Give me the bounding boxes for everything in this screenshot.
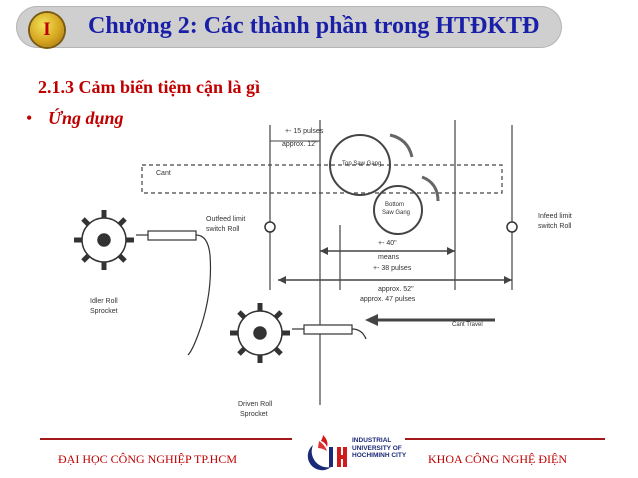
- label-approx-47: approx. 47 pulses: [360, 296, 416, 303]
- idler-sprocket: [74, 210, 134, 270]
- label-driven-2: Sprocket: [240, 411, 268, 418]
- sawmill-diagram: +- 15 pulses approx. 12" Top Saw Gang Ca…: [74, 120, 572, 418]
- label-approx-52: approx. 52": [378, 286, 414, 293]
- bullet-marker: •: [26, 108, 33, 128]
- bullet-text: Ứng dụng: [48, 108, 124, 128]
- footer-university: ĐẠI HỌC CÔNG NGHIỆP TP.HCM: [58, 452, 238, 466]
- label-cant: Cant: [156, 170, 171, 177]
- label-outfeed-1: Outfeed limit: [206, 216, 245, 223]
- university-logo-icon: [307, 435, 347, 471]
- label-approx-12: approx. 12": [282, 141, 318, 148]
- idler-sensor: [136, 230, 212, 356]
- title-bar: [16, 6, 562, 48]
- label-dist-40: +- 40": [378, 240, 397, 247]
- footer-faculty: KHOA CÔNG NGHỆ ĐIỆN: [428, 452, 567, 466]
- chapter-badge: I: [30, 13, 64, 47]
- cant-box: [141, 164, 503, 194]
- label-outfeed-2: switch Roll: [206, 226, 240, 233]
- bullet-item: • Ứng dụng: [26, 108, 123, 129]
- logo-line-2: UNIVERSITY OF: [352, 444, 402, 452]
- outfeed-switch: [264, 221, 276, 233]
- footer-line-left: [40, 438, 292, 440]
- infeed-switch: [506, 221, 518, 233]
- label-pulses-38: +- 38 pulses: [373, 265, 412, 272]
- label-driven-1: Driven Roll: [238, 401, 273, 408]
- driven-sprocket: [230, 303, 290, 363]
- label-pulses-15: +- 15 pulses: [285, 128, 324, 135]
- page-title: Chương 2: Các thành phần trong HTĐKTĐ: [88, 13, 540, 39]
- label-top-saw-gang: Top Saw Gang: [342, 161, 381, 167]
- label-cant-travel: Cant Travel: [452, 322, 483, 328]
- logo-line-1: INDUSTRIAL: [352, 437, 392, 444]
- label-bottom-saw-2: Saw Gang: [382, 210, 410, 216]
- label-infeed-1: Infeed limit: [538, 213, 572, 220]
- logo-text: INDUSTRIAL UNIVERSITY OF HOCHIMINH CITY: [352, 437, 406, 460]
- driven-sensor: [292, 324, 367, 340]
- label-idler-1: Idler Roll: [90, 298, 118, 305]
- label-bottom-saw-1: Bottom: [385, 202, 404, 208]
- chapter-badge-label: I: [43, 19, 51, 40]
- label-infeed-2: switch Roll: [538, 223, 572, 230]
- top-saw-gang: [329, 134, 391, 196]
- label-idler-2: Sprocket: [90, 308, 118, 315]
- footer-line-right: [405, 438, 605, 440]
- bottom-saw-gang: [373, 185, 423, 235]
- logo-line-3: HOCHIMINH CITY: [352, 452, 407, 459]
- label-means: means: [378, 254, 400, 261]
- section-title: 2.1.3 Cảm biến tiệm cận là gì: [38, 77, 260, 97]
